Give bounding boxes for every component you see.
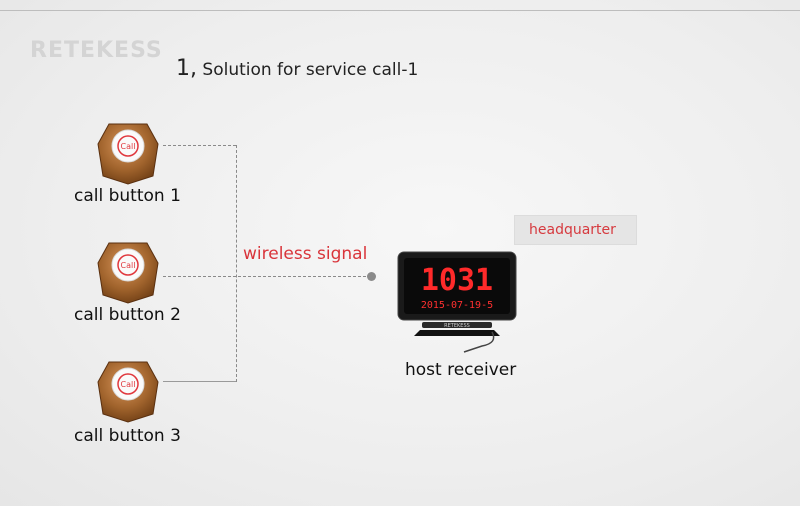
- brand-logo: RETEKESS: [30, 38, 163, 63]
- wire-vertical-trunk: [236, 145, 237, 382]
- headquarter-label: headquarter: [529, 222, 616, 238]
- call-button-3-label: call button 3: [74, 426, 181, 446]
- page-title: 1, Solution for service call-1: [176, 56, 418, 81]
- svg-text:Call: Call: [121, 261, 136, 270]
- svg-text:Call: Call: [121, 142, 136, 151]
- call-button-2-label: call button 2: [74, 305, 181, 325]
- wire-button-2-to-receiver: [163, 276, 371, 277]
- top-divider: [0, 10, 800, 11]
- headquarter-badge: headquarter: [514, 215, 637, 245]
- call-button-2-icon: Call: [97, 242, 159, 304]
- call-button-3-icon: Call: [97, 361, 159, 423]
- wire-button-3: [163, 381, 236, 382]
- host-receiver-icon: 1031 2015-07-19-5 RETEKESS: [397, 251, 517, 353]
- wire-button-1: [163, 145, 236, 146]
- svg-text:Call: Call: [121, 380, 136, 389]
- call-button-1-label: call button 1: [74, 186, 181, 206]
- svg-text:1031: 1031: [421, 263, 493, 298]
- svg-text:2015-07-19-5: 2015-07-19-5: [421, 300, 493, 311]
- call-button-1-icon: Call: [97, 123, 159, 185]
- title-number: 1,: [176, 56, 197, 81]
- svg-text:RETEKESS: RETEKESS: [444, 323, 470, 329]
- signal-endpoint-dot: [367, 272, 376, 281]
- host-receiver-label: host receiver: [405, 360, 517, 380]
- wireless-signal-label: wireless signal: [243, 244, 368, 264]
- title-text: Solution for service call-1: [197, 60, 419, 80]
